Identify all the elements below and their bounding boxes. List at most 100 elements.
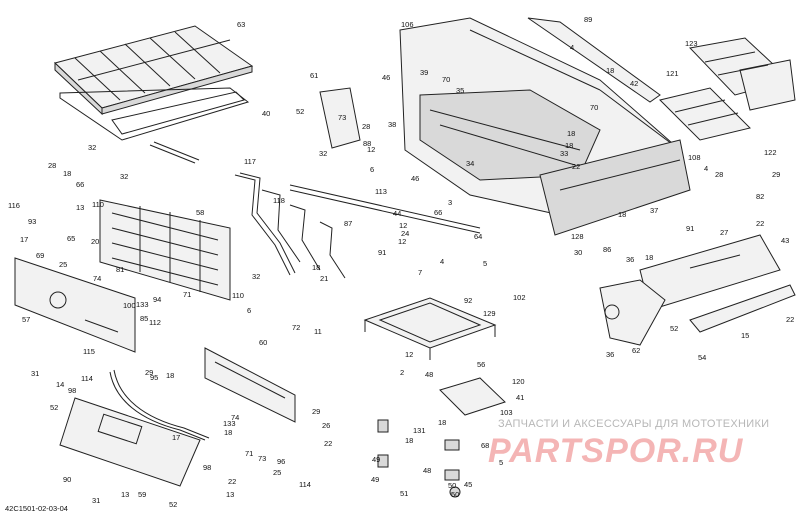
callout-28: 28 [362,122,370,131]
callout-110: 110 [232,291,244,300]
callout-50: 50 [448,481,456,490]
callout-74: 74 [93,274,101,283]
callout-18: 18 [618,210,626,219]
rear-rail [689,284,796,333]
callout-32: 32 [319,149,327,158]
callout-113: 113 [375,187,387,196]
callout-128: 128 [571,232,584,241]
light-housing [319,87,361,149]
tow-bar [289,184,481,234]
callout-121: 121 [666,69,679,78]
callout-133: 133 [136,300,149,309]
callout-61: 61 [310,71,318,80]
callout-43: 43 [781,236,789,245]
callout-52: 52 [296,107,304,116]
callout-100: 100 [123,301,136,310]
callout-52: 52 [670,324,678,333]
callout-63: 63 [237,20,245,29]
callout-64: 64 [474,232,482,241]
callout-71: 71 [183,290,191,299]
door-cover [204,347,296,423]
callout-33: 33 [560,149,568,158]
callout-22: 22 [786,315,794,324]
callout-73: 73 [258,454,266,463]
callout-110: 110 [92,200,104,209]
callout-68: 68 [481,441,489,450]
mud-guard [599,279,666,346]
callout-32: 32 [88,143,96,152]
callout-93: 93 [28,217,36,226]
callout-18: 18 [63,169,71,178]
callout-28: 28 [715,170,723,179]
callout-115: 115 [83,347,95,356]
callout-66: 66 [76,180,84,189]
callout-82: 82 [756,192,764,201]
roll-bars [234,172,346,279]
callout-29: 29 [145,368,153,377]
callout-89: 89 [584,15,592,24]
callout-18: 18 [565,141,573,150]
callout-2: 2 [400,368,404,377]
callout-87: 87 [344,219,352,228]
callout-41: 41 [516,393,524,402]
callout-62: 62 [632,346,640,355]
seal-strip [109,369,210,441]
callout-114: 114 [299,480,311,489]
callout-70: 70 [442,75,450,84]
callout-18: 18 [224,428,232,437]
callout-38: 38 [388,120,396,129]
callout-27: 27 [720,228,728,237]
callout-14: 14 [56,380,64,389]
callout-22: 22 [756,219,764,228]
callout-120: 120 [512,377,525,386]
callout-133: 133 [223,419,236,428]
callout-12: 12 [405,350,413,359]
callout-74: 74 [231,413,239,422]
callout-117: 117 [244,157,256,166]
callout-22: 22 [324,439,332,448]
callout-94: 94 [153,295,161,304]
callout-129: 129 [483,309,496,318]
callout-60: 60 [259,338,267,347]
callout-17: 17 [172,433,180,442]
callout-98: 98 [68,386,76,395]
bed-rail [527,17,661,103]
callout-72: 72 [292,323,300,332]
callout-36: 36 [606,350,614,359]
callout-31: 31 [92,496,100,505]
callout-13: 13 [121,490,129,499]
mats [659,37,796,141]
callout-48: 48 [425,370,433,379]
callout-44: 44 [393,209,401,218]
callout-17: 17 [20,235,28,244]
callout-12: 12 [367,145,375,154]
callout-48: 48 [423,466,431,475]
callout-5: 5 [483,259,487,268]
callout-18: 18 [606,66,614,75]
callout-65: 65 [67,234,75,243]
callout-57: 57 [22,315,30,324]
callout-123: 123 [685,39,698,48]
callout-46: 46 [382,73,390,82]
drawing-code: 42C1501-02-03-04 [5,504,68,513]
callout-91: 91 [378,248,386,257]
callout-50: 50 [451,490,459,499]
callout-59: 59 [138,490,146,499]
callout-29: 29 [312,407,320,416]
callout-71: 71 [245,449,253,458]
callout-96: 96 [277,457,285,466]
callout-20: 20 [91,237,99,246]
hardware-column [377,419,461,498]
callout-70: 70 [590,103,598,112]
callout-32: 32 [120,172,128,181]
callout-54: 54 [698,353,706,362]
callout-58: 58 [196,208,204,217]
callout-4: 4 [704,164,708,173]
callout-85: 85 [140,314,148,323]
callout-34: 34 [466,159,474,168]
callout-32: 32 [252,272,260,281]
callout-12: 12 [398,237,406,246]
callout-66: 66 [434,208,442,217]
